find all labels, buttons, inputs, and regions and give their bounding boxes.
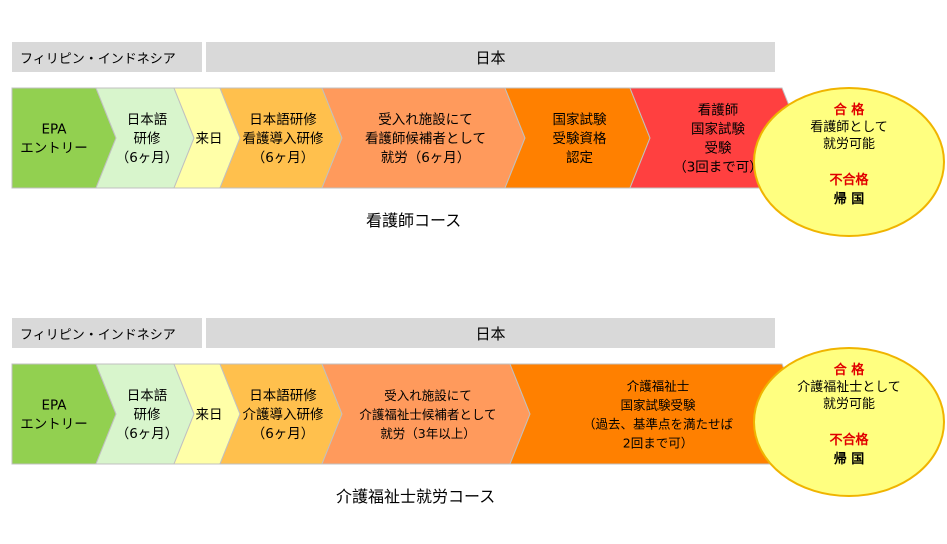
- outcome-ellipse: [753, 347, 945, 497]
- pass-description: 就労可能: [823, 397, 875, 412]
- stage-label-4: 日本語研修介護導入研修（6ヶ月）: [243, 387, 324, 442]
- stage-label-5: 受入れ施設にて看護師候補者として就労（6ヶ月）: [365, 112, 486, 166]
- stage-label-2: 日本語研修（6ヶ月）: [116, 387, 179, 442]
- origin-country-header: フィリピン・インドネシア: [12, 42, 202, 72]
- stage-arrow-1: [11, 363, 117, 465]
- pass-label: 合 格: [834, 362, 866, 378]
- outcome-ellipse: [753, 87, 945, 237]
- fail-label: 不合格: [829, 172, 869, 188]
- care-worker-course-caption: 介護福祉士就労コース: [336, 487, 496, 506]
- fail-description: 帰 国: [834, 191, 865, 207]
- stage-label-7: 看護師国家試験受験（3回まで可）: [673, 103, 763, 176]
- origin-country-header: フィリピン・インドネシア: [12, 318, 202, 348]
- stage-label-4: 日本語研修看護導入研修（6ヶ月）: [243, 111, 324, 166]
- pass-label: 合 格: [834, 102, 866, 118]
- fail-description: 帰 国: [834, 451, 865, 467]
- fail-label: 不合格: [829, 432, 869, 448]
- stage-label-3: 来日: [196, 131, 223, 147]
- nursing-course-caption: 看護師コース: [366, 211, 462, 230]
- pass-description: 介護福祉士として: [797, 379, 901, 395]
- stage-arrow-1: [11, 87, 117, 189]
- japan-header: 日本: [206, 318, 775, 348]
- pass-description: 就労可能: [823, 137, 875, 152]
- japan-header: 日本: [206, 42, 775, 72]
- stage-label-2: 日本語研修（6ヶ月）: [116, 111, 179, 166]
- stage-label-5: 受入れ施設にて介護福祉士候補者として就労（3年以上）: [359, 388, 496, 441]
- stage-label-6: 国家試験受験資格認定: [553, 111, 607, 166]
- pass-description: 看護師として: [810, 119, 888, 135]
- stage-label-3: 来日: [196, 407, 223, 423]
